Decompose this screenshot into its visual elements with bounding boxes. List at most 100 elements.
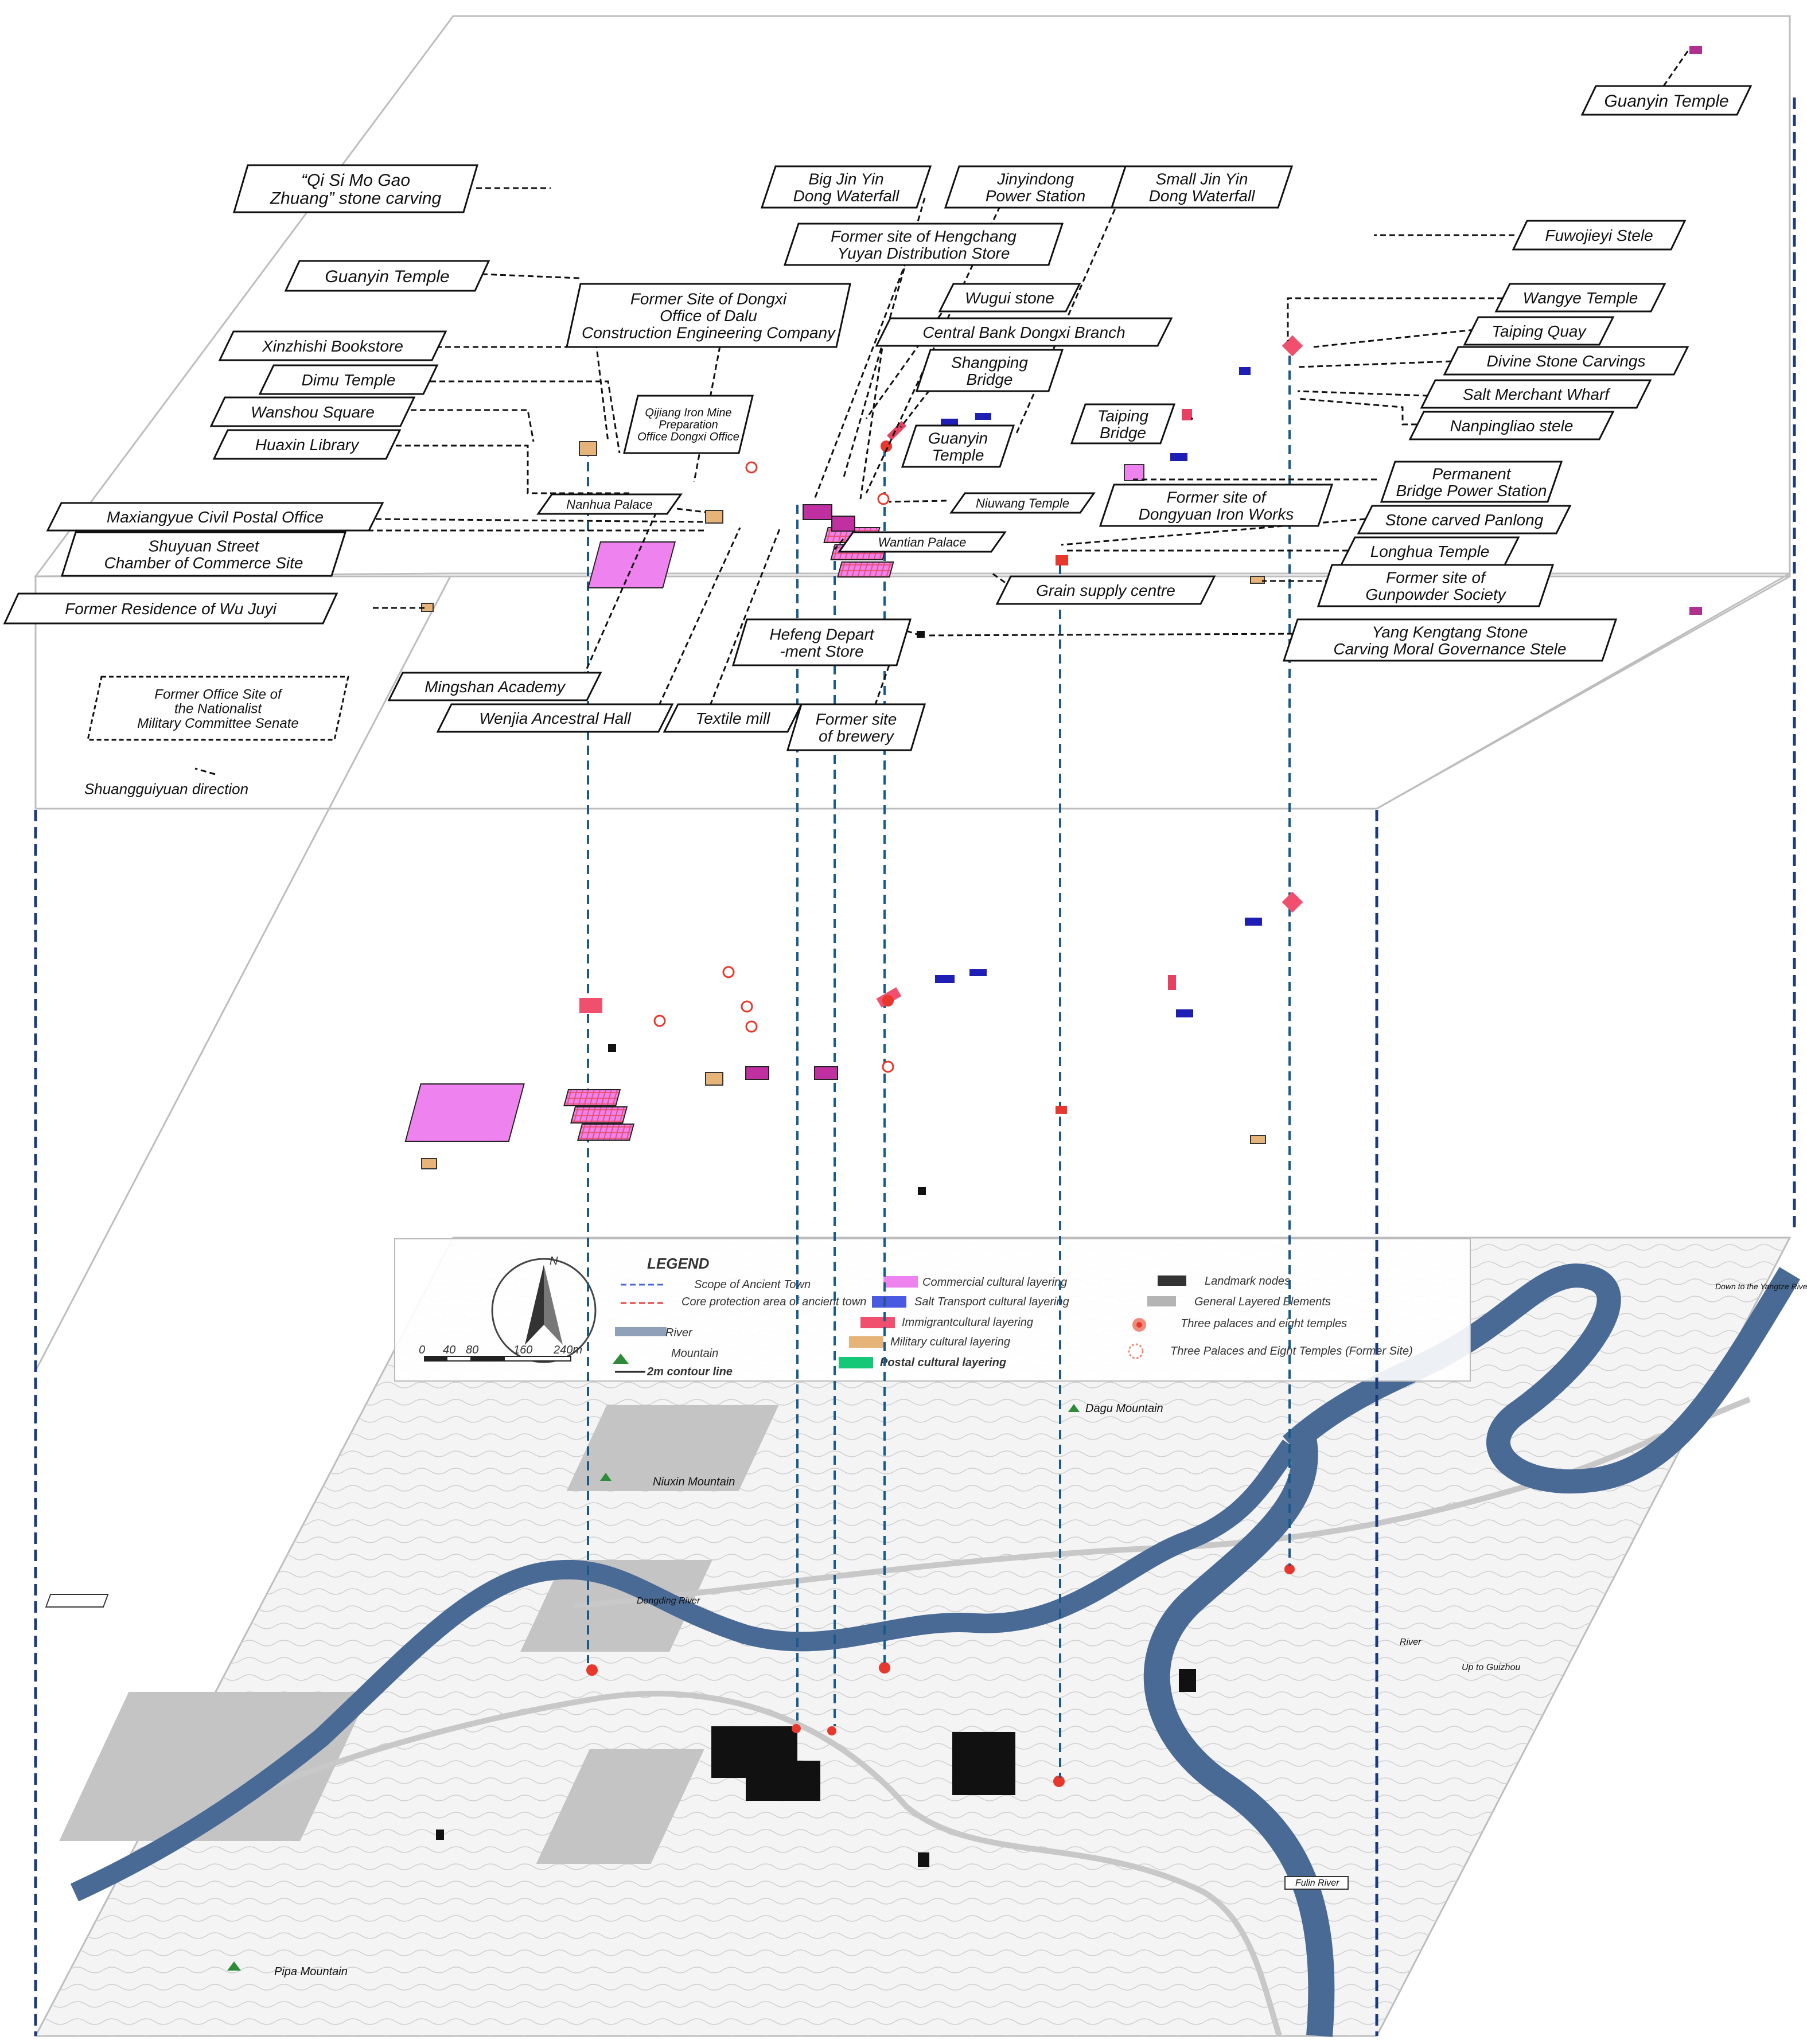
north-arrow-icon [525, 1265, 544, 1345]
site-label-text: Wugui stone [965, 289, 1054, 307]
label-niuxin-mountain: Niuxin Mountain [653, 1476, 735, 1488]
legend-contour: 2m contour line [647, 1366, 733, 1378]
mountain-icon [600, 1473, 612, 1481]
label-down-to-yangtze: Down to the Yangtze River [1715, 1282, 1807, 1291]
label-fulin-river: Fulin River [1295, 1878, 1339, 1888]
site-label-text: Dimu Temple [302, 371, 396, 389]
scale-80: 80 [466, 1344, 478, 1356]
label-dagu-mountain: Dagu Mountain [1085, 1402, 1163, 1415]
site-label-text: Wantian Palace [878, 535, 967, 549]
label-dongding-river: Dongding River [637, 1596, 700, 1606]
site-label-text: Wangye Temple [1523, 289, 1638, 307]
site-label-text: Wenjia Ancestral Hall [479, 709, 631, 727]
site-label-text: Maxiangyue Civil Postal Office [107, 508, 324, 526]
site-label-text: Hefeng Depart-ment Store [769, 625, 874, 660]
legend-temples-former: Three Palaces and Eight Temples (Former … [1170, 1345, 1413, 1358]
scale-160: 160 [513, 1344, 532, 1356]
site-label-text: Nanhua Palace [566, 497, 652, 512]
site-label: Dimu Temple [258, 364, 439, 395]
site-label-text: Grain supply centre [1036, 582, 1175, 599]
legend-scope: Scope of Ancient Town [694, 1278, 811, 1291]
legend-title: LEGEND [647, 1255, 710, 1272]
scale-40: 40 [443, 1344, 455, 1356]
legend-immigrant: Immigrantcultural layering [902, 1316, 1033, 1329]
site-label-text: Nanpingliao stele [1450, 417, 1574, 435]
legend-mountain: Mountain [671, 1347, 718, 1360]
site-label-text: Salt Merchant Wharf [1463, 385, 1611, 403]
site-label: Fuwojieyi Stele [1512, 220, 1687, 251]
site-label-text: Xinzhishi Bookstore [262, 337, 403, 355]
legend-temples: Three palaces and eight temples [1181, 1317, 1347, 1330]
site-label: Xinzhishi Bookstore [218, 330, 447, 361]
legend-north: N [550, 1255, 558, 1267]
site-label: Stone carved Panlong [1357, 505, 1572, 535]
mountain-icon [227, 1961, 241, 1971]
site-label: Shuangguiyuan direction [84, 780, 248, 797]
site-label: Guanyin Temple [1580, 85, 1753, 116]
site-label-text: Guanyin Temple [325, 267, 449, 286]
site-label: Maxiangyue Civil Postal Office [46, 502, 384, 532]
site-label-text: Central Bank Dongxi Branch [922, 323, 1125, 341]
label-river: River [1400, 1637, 1422, 1647]
scale-240m: 240m [553, 1344, 582, 1356]
site-label-text: Mingshan Academy [425, 678, 566, 696]
site-label: Nanhua Palace [536, 493, 683, 515]
label-pipa-mountain: Pipa Mountain [274, 1965, 348, 1978]
legend-military: Military cultural layering [890, 1336, 1010, 1348]
site-label: Salt Merchant Wharf [1420, 379, 1652, 409]
site-label-text: Textile mill [696, 709, 770, 727]
site-label-text: Huaxin Library [255, 436, 360, 454]
site-label-text: Guanyin Temple [1604, 92, 1728, 111]
base-map: Dagu Mountain Niuxin Mountain Pipa Mount… [34, 1236, 1807, 2037]
site-label: Nanpingliao stele [1408, 411, 1615, 440]
legend-general: General Layered Elements [1194, 1296, 1331, 1308]
site-label: Huaxin Library [212, 429, 402, 460]
site-label: Former Residence of Wu Juyi [3, 592, 338, 625]
river-dongding [70, 1440, 1299, 1902]
legend-postal: Postal cultural layering [880, 1356, 1006, 1369]
site-label: Wanshou Square [209, 396, 416, 427]
legend-salt: Salt Transport cultural layering [914, 1296, 1069, 1308]
site-label: Guanyin Temple [284, 260, 490, 292]
site-label-text: Taiping Quay [1492, 322, 1587, 340]
site-label: Longhua Temple [1339, 536, 1520, 566]
site-label: Hefeng Depart-ment Store [731, 618, 912, 666]
site-label-text: Divine Stone Carvings [1486, 352, 1645, 370]
site-label-text: Fuwojieyi Stele [1545, 227, 1653, 244]
site-label: Grain supply centre [995, 575, 1216, 605]
site-label: Mingshan Academy [387, 672, 602, 701]
site-label-text: Niuwang Temple [976, 496, 1069, 510]
site-label: Central Bank Dongxi Branch [875, 317, 1173, 347]
site-label-text: Shuangguiyuan direction [84, 780, 248, 797]
legend-river: River [665, 1327, 693, 1339]
mountain-icon [1068, 1404, 1080, 1412]
middle-plane [34, 572, 1791, 1371]
scale-0: 0 [419, 1344, 425, 1356]
